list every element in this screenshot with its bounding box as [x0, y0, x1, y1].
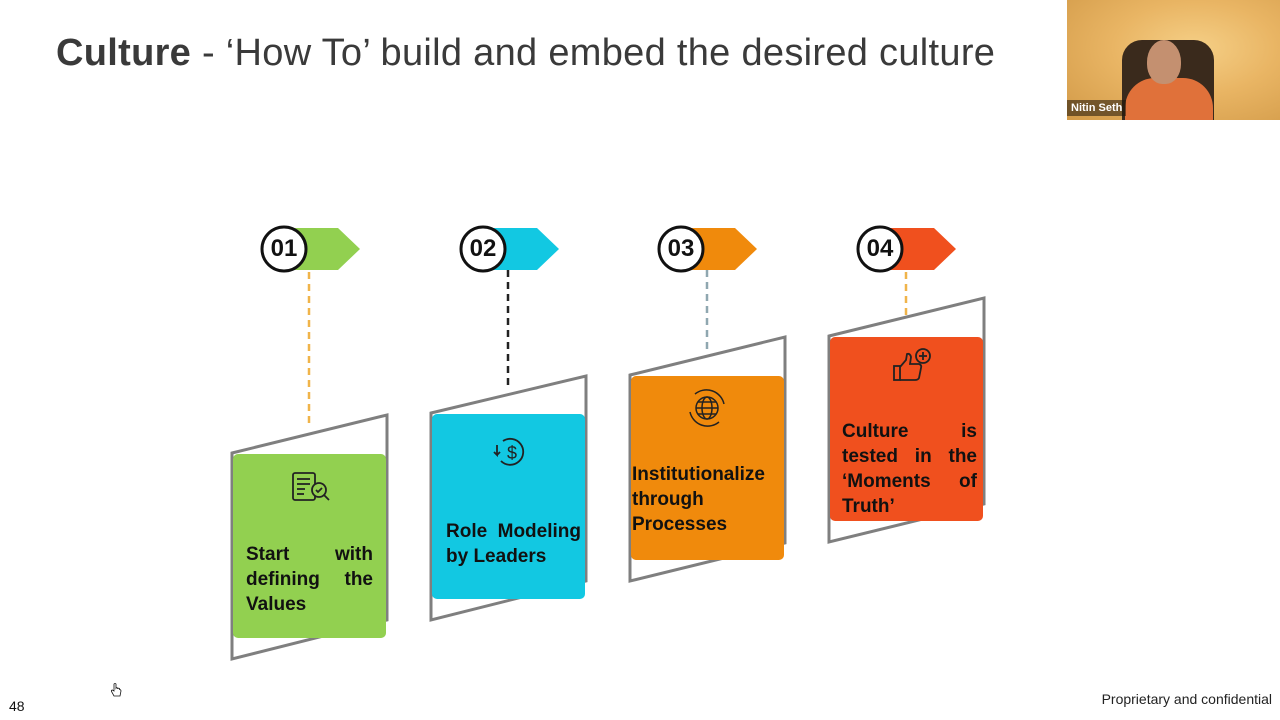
step-03-number: 03 [659, 227, 703, 271]
footer-text: Proprietary and confidential [1102, 691, 1272, 707]
video-person-head [1147, 40, 1181, 84]
slide-number: 48 [9, 698, 25, 714]
participant-video-tile[interactable]: Nitin Seth [1067, 0, 1280, 120]
step-04-text: Culture is tested in the ‘Moments of Tru… [842, 419, 977, 519]
step-02-number: 02 [461, 227, 505, 271]
step-02-card [432, 414, 585, 599]
hand-pointer-icon [110, 683, 122, 697]
participant-name-tag: Nitin Seth [1067, 100, 1126, 116]
step-01-number: 01 [262, 227, 306, 271]
step-04-number: 04 [858, 227, 902, 271]
video-person-body [1125, 78, 1213, 120]
svg-text:$: $ [507, 443, 517, 463]
step-02-text: Role Modeling by Leaders [446, 519, 581, 569]
step-03-text: Institutionalize through Processes [632, 462, 784, 537]
step-01-text: Start with defining the Values [246, 542, 373, 617]
